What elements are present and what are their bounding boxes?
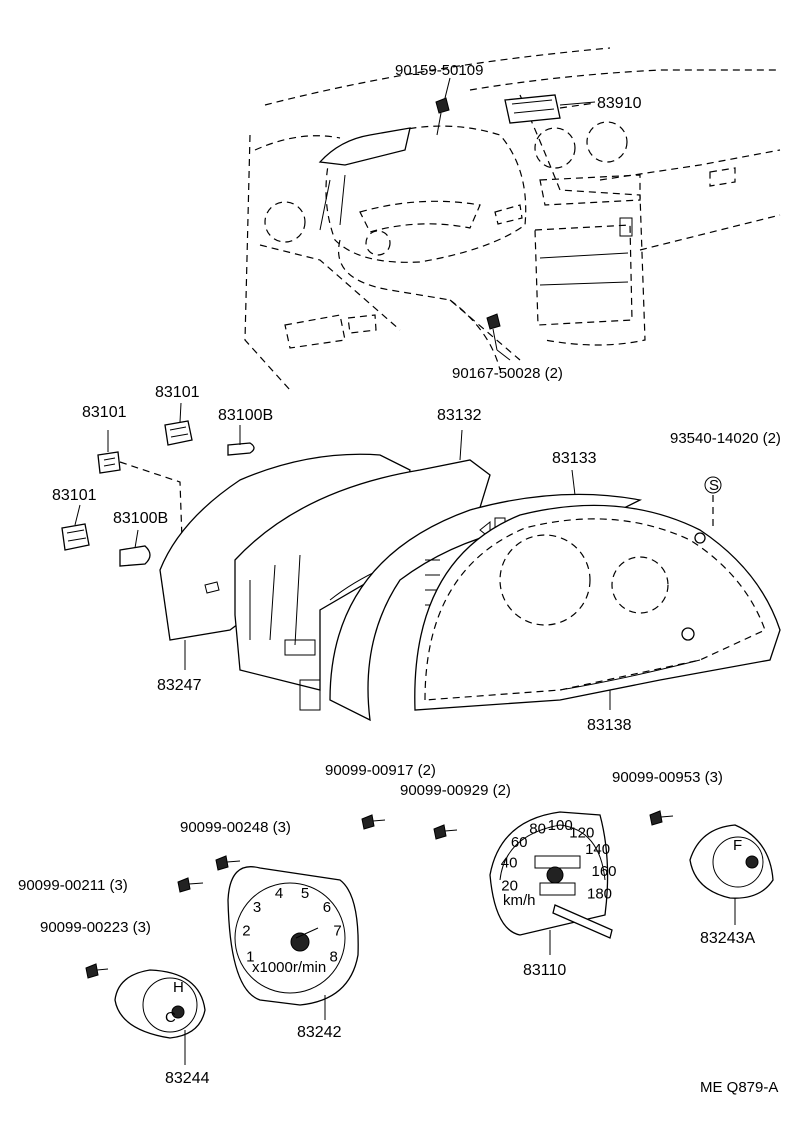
speedo-tick-40: 40: [501, 855, 518, 872]
label-83101-a: 83101: [82, 404, 127, 421]
label-90159-50109: 90159-50109: [395, 62, 483, 79]
bulb-83100b-2: [119, 545, 151, 567]
label-83101-b: 83101: [155, 384, 200, 401]
label-83101-c: 83101: [52, 487, 97, 504]
speedo-tick-60: 60: [511, 834, 528, 851]
label-83133: 83133: [552, 450, 597, 467]
label-90099-00223: 90099-00223 (3): [40, 919, 151, 936]
tach-tick-8: 8: [330, 948, 338, 965]
label-90099-00211: 90099-00211 (3): [18, 877, 128, 894]
bulbs-and-sockets: [61, 420, 255, 567]
s-mark: S: [709, 477, 719, 494]
label-90099-00953: 90099-00953 (3): [612, 769, 723, 786]
tach-tick-7: 7: [333, 923, 341, 940]
tach-needle-hub-icon: [290, 932, 310, 952]
screw-90099-00929-icon: [433, 824, 447, 840]
fuel-needle-hub-icon: [745, 855, 759, 869]
speedo-tick-160: 160: [591, 863, 616, 880]
tach-tick-3: 3: [253, 899, 261, 916]
screw-90099-00953-icon: [649, 810, 663, 826]
temp-needle-hub-icon: [171, 1005, 185, 1019]
fuel-full-letter: F: [733, 837, 742, 854]
tach-tick-1: 1: [246, 948, 254, 965]
label-90099-00929: 90099-00929 (2): [400, 782, 511, 799]
fuel-gauge-83243a: [689, 824, 774, 899]
socket-83101-c: [61, 523, 90, 551]
glass-83138: [414, 504, 781, 711]
screw-90159-icon: [435, 97, 450, 114]
label-90099-00248: 90099-00248 (3): [180, 819, 291, 836]
label-83138: 83138: [587, 717, 632, 734]
screw-90167-icon: [486, 313, 501, 330]
s-mark-circle: [704, 476, 722, 494]
screw-90099-00223-icon: [85, 963, 99, 979]
tach-tick-5: 5: [301, 885, 309, 902]
speedo-tick-140: 140: [585, 841, 610, 858]
diagram-reference: ME Q879-A: [700, 1079, 778, 1096]
part-labels: 90159-50109 83910 90167-50028 (2) 83101 …: [18, 62, 781, 1096]
label-83243a: 83243A: [700, 930, 755, 947]
label-93540-14020: 93540-14020 (2): [670, 430, 781, 447]
speedo-unit-label: km/h: [503, 892, 536, 909]
speedo-tick-180: 180: [587, 885, 612, 902]
label-83910: 83910: [597, 95, 642, 112]
switch-part-83910: [504, 94, 561, 124]
tach-tick-2: 2: [242, 923, 250, 940]
speedo-tick-120: 120: [569, 825, 594, 842]
screw-90099-00248-icon: [215, 855, 229, 871]
label-90167-50028: 90167-50028 (2): [452, 365, 563, 382]
cluster-assembly: [159, 453, 781, 722]
label-83132: 83132: [437, 407, 482, 424]
label-83100b-2: 83100B: [113, 510, 168, 527]
label-90099-00917: 90099-00917 (2): [325, 762, 436, 779]
speedo-needle-hub-icon: [546, 866, 564, 884]
speedo-tick-80: 80: [529, 821, 546, 838]
clip-93540-a: [681, 627, 695, 641]
label-83242: 83242: [297, 1024, 342, 1041]
dashboard-illustration: [244, 47, 781, 391]
speedo-tick-20: 20: [501, 877, 518, 894]
label-83244: 83244: [165, 1070, 210, 1087]
temp-cold-letter: C: [165, 1009, 176, 1026]
tach-tick-6: 6: [323, 899, 331, 916]
clip-93540-b: [694, 532, 706, 544]
label-83100b-1: 83100B: [218, 407, 273, 424]
temp-hot-letter: H: [173, 979, 184, 996]
tachometer-83242: [227, 866, 359, 1006]
temp-gauge-83244: [114, 969, 206, 1039]
tach-tick-labels: 1 234 567 8: [242, 885, 342, 966]
socket-83101-b: [164, 420, 193, 446]
label-83110: 83110: [523, 962, 566, 979]
label-83247: 83247: [157, 677, 202, 694]
gauge-screws: [85, 810, 674, 979]
speedo-tick-100: 100: [548, 817, 573, 834]
bulb-83100b-1: [227, 442, 255, 456]
tach-unit-label: x1000r/min: [252, 959, 326, 976]
leader-lines: [74, 77, 736, 1065]
screw-90099-00917-icon: [361, 814, 375, 830]
speedo-cable: [552, 904, 613, 939]
plate-83133: [329, 493, 643, 722]
tach-tick-4: 4: [275, 885, 283, 902]
speedometer-83110: [489, 811, 613, 939]
socket-83101-a: [97, 451, 121, 474]
screw-90099-00211-icon: [177, 877, 191, 893]
